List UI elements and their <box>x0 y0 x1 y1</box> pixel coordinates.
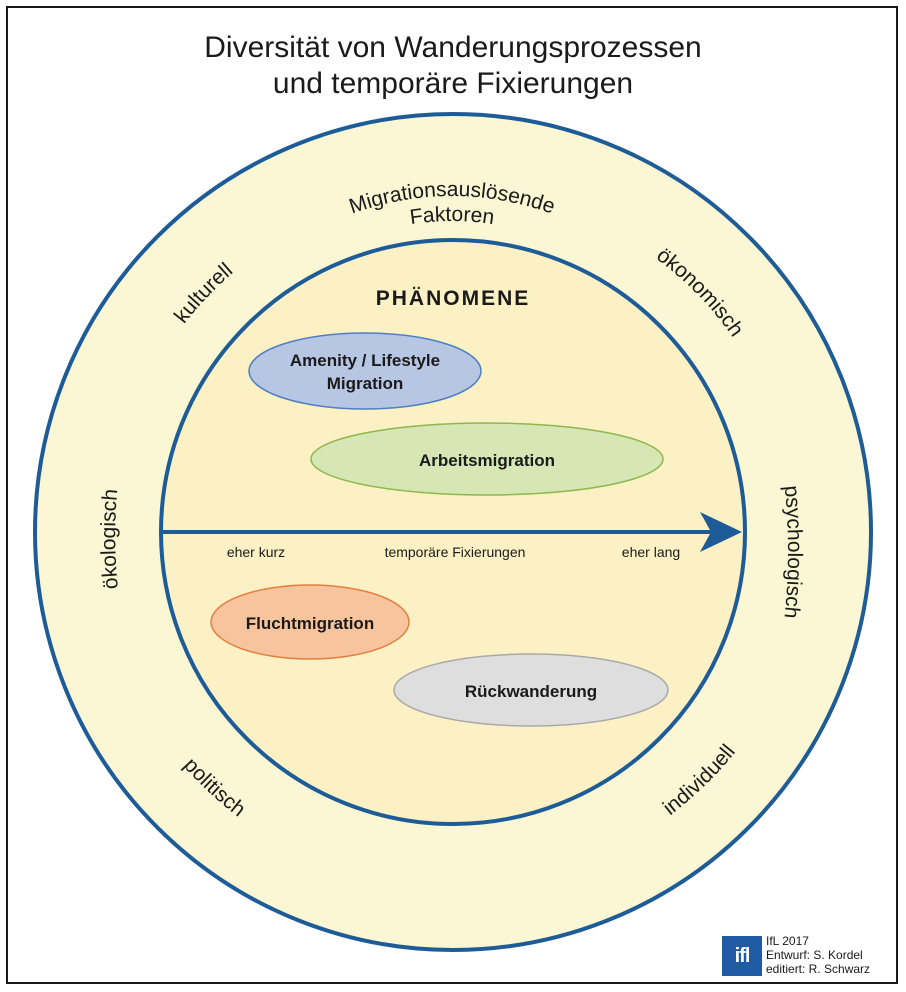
ring-heading-line-2: Faktoren <box>408 203 495 229</box>
ifl-logo: ifl <box>722 936 762 976</box>
title-line-1: Diversität von Wanderungsprozessen <box>204 31 702 64</box>
axis-label-center: temporäre Fixierungen <box>385 544 526 560</box>
phenomena-heading: PHÄNOMENE <box>376 287 531 310</box>
credits: ifl IfL 2017 Entwurf: S. Kordel editiert… <box>722 934 892 978</box>
title-line-2: und temporäre Fixierungen <box>272 67 634 100</box>
credit-lines: IfL 2017 Entwurf: S. Kordel editiert: R.… <box>766 934 870 976</box>
label-rueckwanderung: Rückwanderung <box>465 682 597 701</box>
label-amenity-line-1: Amenity / Lifestyle <box>290 351 440 370</box>
credit-edit: editiert: R. Schwarz <box>766 962 871 976</box>
credit-year: IfL 2017 <box>766 934 809 948</box>
ellipse-arbeitsmigration <box>310 422 664 496</box>
ellipse-rueckwanderung <box>393 653 669 727</box>
label-fluchtmigration: Fluchtmigration <box>246 614 374 633</box>
factor-oekologisch: ökologisch <box>97 488 123 590</box>
factor-psychologisch: psychologisch <box>780 484 806 619</box>
credit-design: Entwurf: S. Kordel <box>766 948 863 962</box>
ellipse-amenity <box>248 332 482 410</box>
axis-label-short: eher kurz <box>227 544 285 560</box>
label-arbeitsmigration: Arbeitsmigration <box>419 451 555 470</box>
ellipse-fluchtmigration <box>210 584 410 660</box>
diagram-frame <box>6 6 898 984</box>
diagram-title: Diversität von Wanderungsprozessen und t… <box>0 30 906 102</box>
label-amenity-line-2: Migration <box>327 374 404 393</box>
time-axis-arrowhead <box>700 512 742 552</box>
logo-text: ifl <box>734 945 751 967</box>
axis-label-long: eher lang <box>622 544 680 560</box>
